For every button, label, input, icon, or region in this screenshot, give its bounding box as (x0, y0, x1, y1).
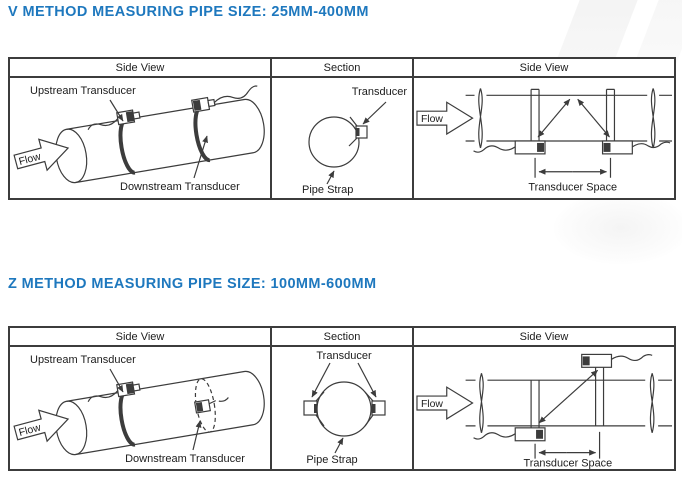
transducer-post (595, 367, 605, 426)
upstream-transducer-label: Upstream Transducer (30, 85, 136, 97)
pipe-strap-label: Pipe Strap (302, 184, 353, 196)
v-section-drawing: Transducer Pipe Strap (302, 86, 408, 196)
pipe-break (649, 373, 655, 433)
transducer-space-label: Transducer Space (523, 458, 612, 469)
strap-clamp (364, 391, 374, 427)
signal-path (537, 98, 610, 138)
pipe-strap-band (118, 389, 136, 447)
z-section-drawing: Transducer Pipe Strap (303, 350, 386, 466)
transducer-post (605, 88, 616, 145)
z-side-view-panel: Flow Upstream Transducer Downstream Tran… (10, 347, 272, 469)
downstream-transducer-hidden (193, 397, 229, 414)
flow-label: Flow (18, 151, 43, 168)
z-install-panel: Flow Transducer Space (414, 347, 674, 469)
pipe (465, 373, 673, 433)
pipe-strap-pointer-arrow (326, 170, 335, 185)
pipe-cross-section (316, 381, 372, 437)
transducer-cable (631, 141, 671, 149)
upstream-transducer (87, 109, 141, 130)
flow-arrow: Flow (13, 409, 70, 443)
right-transducer-assembly (581, 353, 653, 426)
pipe-cylinder (55, 85, 265, 184)
pipe-break (479, 373, 484, 433)
pipe-strap-band (118, 117, 136, 175)
pipe-strap-band (193, 104, 211, 163)
z-header-section: Section (272, 328, 414, 347)
upstream-transducer (87, 381, 141, 402)
transducer-label: Transducer (316, 350, 372, 362)
flow-arrow: Flow (13, 138, 70, 172)
upstream-pointer-arrow (109, 99, 124, 122)
pipe-cross-section (308, 116, 360, 168)
downstream-transducer-label: Downstream Transducer (120, 181, 240, 193)
watermark-disc (554, 192, 682, 264)
v-side-view-panel: Flow Upstream Transducer Downstream Tran… (10, 78, 272, 198)
transducer-cable (87, 390, 119, 402)
signal-path (538, 369, 598, 424)
transducer-cable (208, 397, 229, 405)
upstream-transducer-label: Upstream Transducer (30, 354, 136, 366)
left-transducer-assembly (473, 380, 546, 442)
transducer-cable (473, 432, 516, 440)
left-transducer-assembly (473, 88, 546, 155)
transducer-post (530, 380, 540, 428)
strap-clamp (315, 391, 325, 427)
v-method-table: Side View Section Side View (8, 57, 676, 200)
flow-label: Flow (421, 399, 443, 410)
dimension-arrow (534, 157, 612, 178)
transducer-cable (611, 354, 653, 362)
transducer-pointer-arrow (362, 101, 387, 125)
flow-label: Flow (421, 114, 443, 125)
v-header-side-view-right: Side View (414, 59, 674, 78)
z-side-view-drawing: Flow Upstream Transducer Downstream Tran… (13, 354, 265, 465)
right-transducer-block (364, 391, 386, 427)
pipe (465, 88, 673, 149)
transducer-space-label: Transducer Space (528, 182, 617, 194)
transducer-pointer-arrow-right (357, 362, 377, 398)
v-install-panel: Flow Transducer Space (414, 78, 674, 198)
pipe-cylinder (55, 370, 265, 456)
v-side-view-drawing: Flow Upstream Transducer Downstream Tran… (13, 85, 265, 193)
z-install-drawing: Flow Transducer Space (416, 353, 673, 469)
v-section-panel: Transducer Pipe Strap (272, 78, 414, 198)
z-method-title: Z METHOD MEASURING PIPE SIZE: 100MM-600M… (8, 276, 377, 292)
z-header-side-view-right: Side View (414, 328, 674, 347)
z-section-panel: Transducer Pipe Strap (272, 347, 414, 469)
pipe-break (650, 88, 656, 149)
left-transducer-block (303, 391, 325, 427)
pipe-strap-label: Pipe Strap (306, 454, 357, 466)
flow-arrow (416, 386, 474, 420)
transducer-label: Transducer (352, 86, 408, 98)
strap-clamp (348, 116, 358, 147)
transducer-pointer-arrow-left (311, 362, 331, 398)
right-transducer-assembly (601, 88, 671, 155)
transducer-block (348, 116, 368, 147)
pipe-break (478, 88, 483, 149)
downstream-pointer-arrow (193, 135, 208, 179)
downstream-transducer-label: Downstream Transducer (125, 453, 245, 465)
transducer-cable (213, 85, 258, 103)
flow-label: Flow (18, 422, 43, 439)
v-method-title: V METHOD MEASURING PIPE SIZE: 25MM-400MM (8, 4, 369, 20)
flow-arrow (416, 101, 474, 136)
pipe-strap-pointer-arrow (334, 437, 344, 454)
downstream-pointer-arrow (192, 420, 202, 451)
upstream-pointer-arrow (109, 368, 124, 393)
z-method-table: Side View Section Side View (8, 326, 676, 471)
dimension-arrow (534, 431, 601, 459)
v-install-drawing: Flow Transducer Space (416, 88, 673, 194)
v-header-section: Section (272, 59, 414, 78)
transducer-cable (87, 118, 119, 130)
v-header-side-view-left: Side View (10, 59, 272, 78)
downstream-transducer (191, 85, 258, 113)
z-header-side-view-left: Side View (10, 328, 272, 347)
transducer-cable (473, 145, 516, 153)
